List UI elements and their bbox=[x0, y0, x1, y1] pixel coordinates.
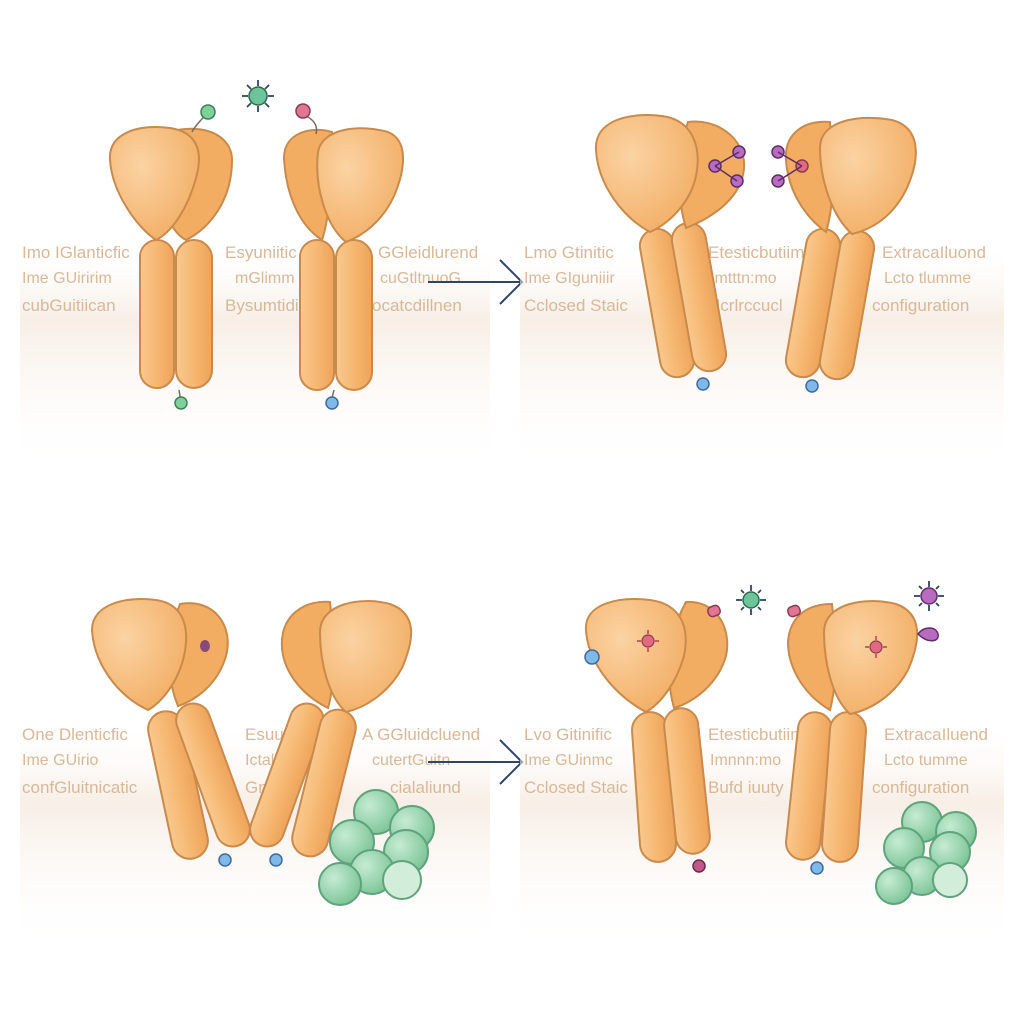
receptor-left bbox=[90, 598, 251, 867]
panel-bottom-left: One Dlenticfic Esuuniric A GGluidcluend … bbox=[20, 598, 490, 952]
bead-cluster-icon bbox=[318, 789, 435, 906]
ligand-dot-icon bbox=[218, 853, 232, 867]
panel-label: Lcto tumme bbox=[884, 752, 968, 769]
panel-labels: Imo IGlanticfic Esyuniitic GGleidlurend … bbox=[22, 243, 478, 315]
bead-cluster-icon bbox=[875, 801, 977, 905]
extracellular-subunit bbox=[108, 126, 200, 242]
ligand-dot-icon bbox=[174, 396, 188, 410]
panel-label: mGlimm bbox=[235, 270, 295, 287]
ligand-dot-icon bbox=[707, 604, 721, 618]
extracellular-subunit bbox=[818, 116, 917, 236]
panel-label: GGleidlurend bbox=[378, 243, 478, 262]
panel-label: Imnnn:mo bbox=[710, 752, 781, 769]
panel-top-left: Imo IGlanticfic Esyuniitic GGleidlurend … bbox=[20, 80, 490, 470]
ligand-dot-icon bbox=[810, 861, 824, 875]
panel-label: One Dlenticfic bbox=[22, 725, 128, 744]
ligand-dot-icon bbox=[696, 377, 710, 391]
extracellular-subunit bbox=[584, 598, 687, 714]
ligand-dot-icon bbox=[692, 859, 706, 873]
sun-star-icon bbox=[914, 581, 944, 611]
extracellular-subunit bbox=[316, 127, 405, 244]
receptor-right bbox=[282, 103, 405, 410]
extracellular-subunit bbox=[594, 114, 699, 234]
transmembrane-helix bbox=[299, 239, 335, 391]
receptor-left bbox=[584, 598, 729, 873]
panel-labels: One Dlenticfic Esuuniric A GGluidcluend … bbox=[22, 725, 480, 797]
panel-label: Esyuniitic bbox=[225, 243, 297, 262]
receptor-left bbox=[108, 104, 234, 410]
panel-label: A GGluidcluend bbox=[362, 725, 480, 744]
panel-label: Bysumtidic bbox=[225, 296, 308, 315]
binding-site-icon bbox=[200, 640, 210, 652]
receptor-right bbox=[785, 600, 939, 875]
panel-label: confGluitnicatic bbox=[22, 778, 138, 797]
panel-label: Lcto tlumme bbox=[884, 270, 971, 287]
ligand-dot-icon bbox=[584, 649, 600, 665]
receptor-right bbox=[249, 600, 413, 867]
panel-label: Cclosed Staic bbox=[524, 296, 628, 315]
panel-label: Ime GUirio bbox=[22, 752, 99, 769]
panel-label: cuGtltnuoG bbox=[380, 270, 461, 287]
transmembrane-helix bbox=[335, 239, 373, 391]
ligand-tether bbox=[714, 151, 740, 182]
ligand-dot-icon bbox=[200, 104, 216, 120]
transmembrane-helix bbox=[291, 708, 357, 858]
sun-star-icon bbox=[736, 585, 766, 615]
ligand-tether bbox=[777, 151, 803, 182]
panel-label: Imtttn:mo bbox=[710, 270, 777, 287]
panel-label: Ime GUinmc bbox=[524, 752, 613, 769]
ligand-dot-icon bbox=[295, 103, 311, 119]
panel-labels: Lvo Gitinific Etesticbutiim ExtracaIluen… bbox=[524, 725, 988, 797]
transmembrane-helix bbox=[139, 239, 175, 389]
panel-label: Cclosed Staic bbox=[524, 778, 628, 797]
panel-label: ocatcdillnen bbox=[372, 296, 462, 315]
panel-label: Ime GUiririm bbox=[22, 270, 112, 287]
ligand-dot-icon bbox=[805, 379, 819, 393]
panel-label: cialaliund bbox=[390, 778, 461, 797]
transmembrane-helix bbox=[175, 239, 213, 389]
panel-label: ExtracaIluond bbox=[882, 243, 986, 262]
panel-top-right: Lmo Gtinitic Etesticbutiim ExtracaIluond… bbox=[520, 114, 1004, 470]
panel-label: ExtracaIluend bbox=[884, 725, 988, 744]
transmembrane-helix bbox=[175, 702, 251, 848]
transmembrane-helix bbox=[249, 702, 325, 848]
panel-label: cubGuitiican bbox=[22, 296, 116, 315]
ligand-dot-icon bbox=[325, 396, 339, 410]
panel-label: Ime GIguniiir bbox=[524, 270, 615, 287]
extracellular-subunit bbox=[318, 600, 413, 714]
panel-bottom-right: Lvo Gitinific Etesticbutiim ExtracaIluen… bbox=[520, 581, 1004, 952]
ligand-dot-icon bbox=[787, 604, 801, 618]
sun-star-icon bbox=[637, 630, 659, 652]
transmembrane-helix bbox=[663, 707, 711, 855]
panel-label: cutertGuitn bbox=[372, 752, 450, 769]
ligand-dot-icon bbox=[269, 853, 283, 867]
panel-label: Etesticbutiim bbox=[708, 725, 804, 744]
membrane-band bbox=[520, 240, 1004, 470]
transmembrane-helix bbox=[147, 710, 209, 860]
sun-star-icon bbox=[242, 80, 274, 112]
panel-label: configuration bbox=[872, 296, 969, 315]
panel-label: Bufd iuuty bbox=[708, 778, 784, 797]
ligand-dot-icon bbox=[917, 627, 939, 642]
membrane-band bbox=[20, 240, 490, 470]
panel-label: configuration bbox=[872, 778, 969, 797]
receptor-right bbox=[771, 116, 917, 393]
panel-label: Etesticbutiim bbox=[708, 243, 804, 262]
panel-label: Ucrlrccucl bbox=[708, 296, 783, 315]
panel-label: Lmo Gtinitic bbox=[524, 243, 614, 262]
receptor-left bbox=[594, 114, 746, 391]
panel-label: Imo IGlanticfic bbox=[22, 243, 130, 262]
panel-label: Lvo Gitinific bbox=[524, 725, 612, 744]
ligand-tether bbox=[305, 115, 318, 135]
sun-star-icon bbox=[865, 636, 887, 658]
extracellular-subunit bbox=[90, 598, 188, 712]
extracellular-subunit bbox=[822, 600, 919, 716]
panel-labels: Lmo Gtinitic Etesticbutiim ExtracaIluond… bbox=[524, 243, 986, 315]
